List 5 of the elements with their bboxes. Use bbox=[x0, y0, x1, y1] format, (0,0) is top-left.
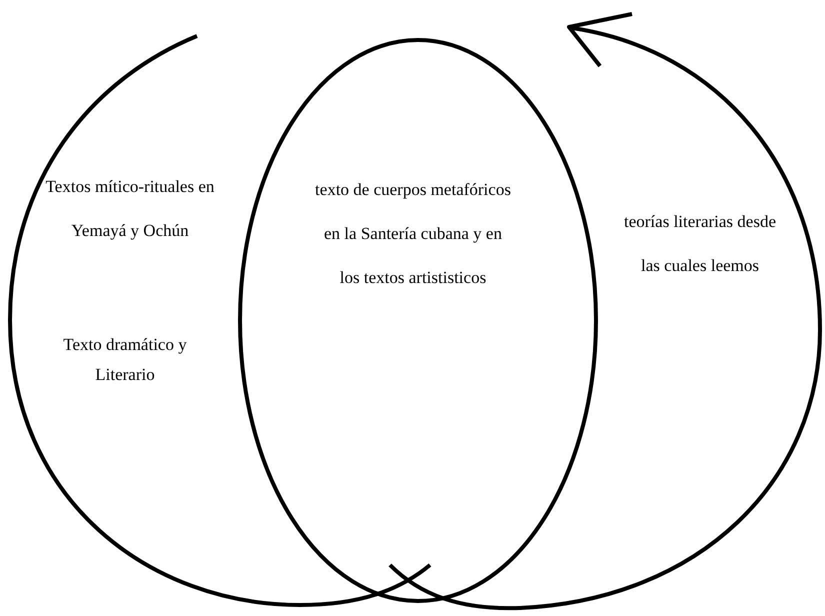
ellipse-node bbox=[238, 38, 598, 603]
theories-text: teorías literarias desde las cuales leemos bbox=[623, 211, 777, 277]
center-text: texto de cuerpos metafóricos en la Santería cubana y en los textos artististicos bbox=[314, 179, 512, 289]
myth-texts-label: Textos mítico-rituales en Yemayá y Ochún bbox=[45, 176, 215, 242]
drama-texts-label: Texto dramático y Literario bbox=[62, 334, 188, 386]
